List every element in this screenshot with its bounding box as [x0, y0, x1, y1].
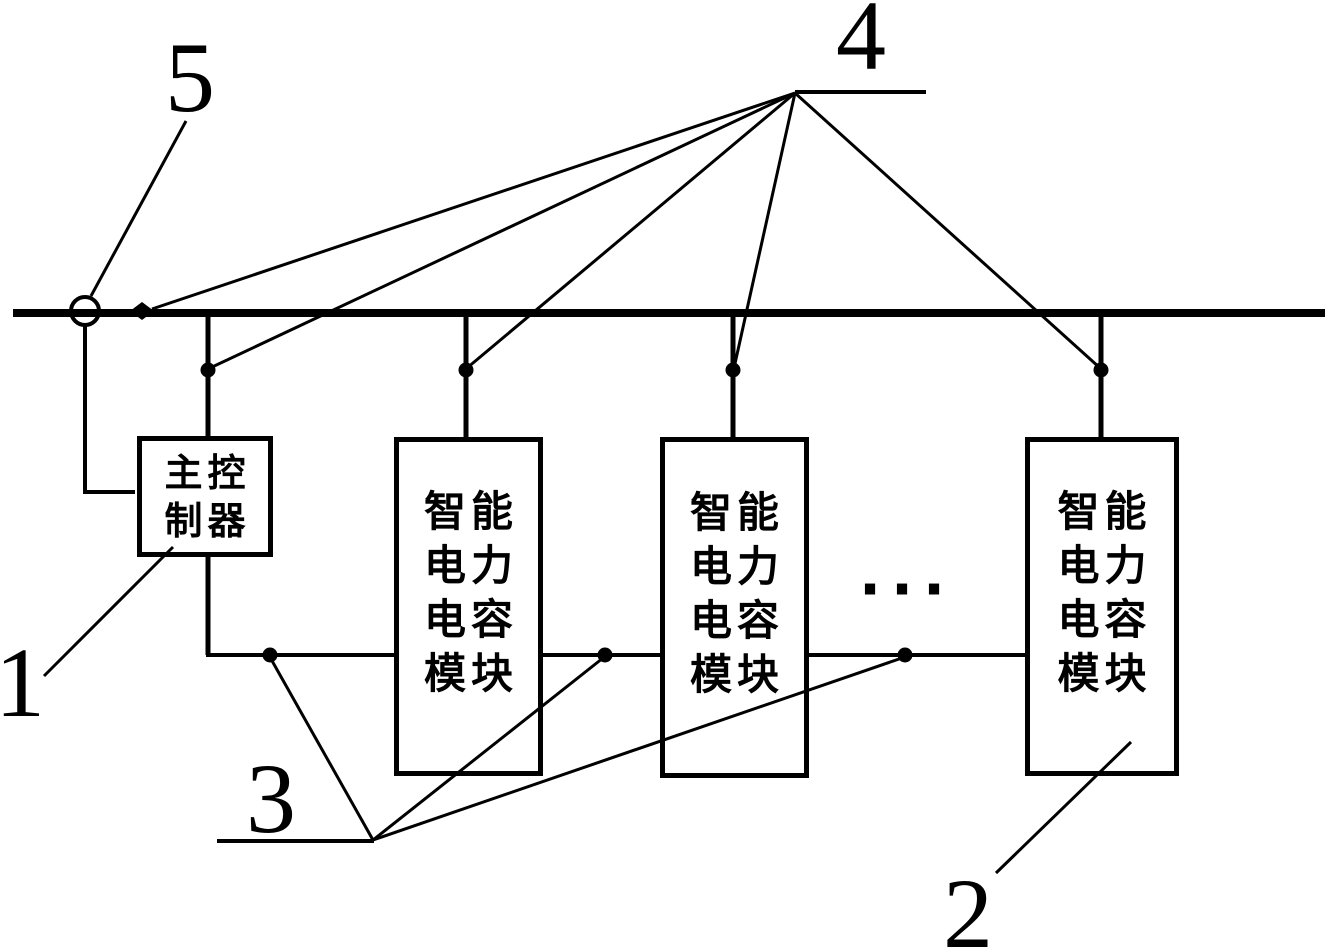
ref-label-1: 1 — [0, 627, 45, 738]
junction-dot — [200, 362, 216, 378]
module-text-line: 模块 — [689, 649, 784, 699]
ref-label-2: 2 — [943, 858, 993, 949]
bus-junction-diamond — [130, 302, 154, 320]
label3-leader-line — [372, 656, 903, 842]
module-text-line: 智能 — [423, 486, 518, 536]
label1-leader-line — [42, 545, 175, 678]
label3-leader-line — [269, 658, 375, 841]
capacitor-module-box-1: 智能 电力 电容 模块 — [394, 437, 543, 776]
junction-dot — [262, 647, 278, 663]
label4-leader-line — [732, 92, 797, 369]
module-text-line: 电容 — [1057, 594, 1152, 644]
label3-leader-line — [372, 656, 604, 842]
capacitor-module-box-2: 智能 电力 电容 模块 — [660, 437, 809, 778]
module-text-line: 电容 — [423, 594, 518, 644]
main-controller-box: 主控 制器 — [137, 436, 273, 557]
sampler-to-controller-line — [83, 325, 135, 494]
module-text-line: 模块 — [1057, 648, 1152, 698]
module-text-line: 智能 — [689, 487, 784, 537]
label4-leader-line — [466, 91, 796, 370]
main-controller-text-line: 制器 — [164, 498, 251, 543]
junction-dot — [725, 362, 741, 378]
label4-leader-line — [209, 91, 796, 370]
more-modules-ellipsis: ··· — [858, 555, 956, 623]
label4-leader-line — [793, 91, 1102, 370]
label4-leader-line — [151, 91, 796, 311]
main-controller-text-line: 主控 — [164, 450, 251, 495]
ref-label-3: 3 — [246, 743, 296, 854]
module-text-line: 电容 — [689, 595, 784, 645]
module-text-line: 电力 — [1057, 540, 1152, 590]
capacitor-module-box-3: 智能 电力 电容 模块 — [1025, 437, 1179, 776]
module-text-line: 智能 — [1057, 486, 1152, 536]
label5-leader-line — [89, 120, 188, 297]
label2-leader-line — [994, 740, 1133, 875]
ref-label-4: 4 — [836, 0, 886, 91]
module-text-line: 电力 — [423, 540, 518, 590]
ref-label-5: 5 — [165, 22, 215, 133]
module-text-line: 电力 — [689, 541, 784, 591]
module-text-line: 模块 — [423, 648, 518, 698]
